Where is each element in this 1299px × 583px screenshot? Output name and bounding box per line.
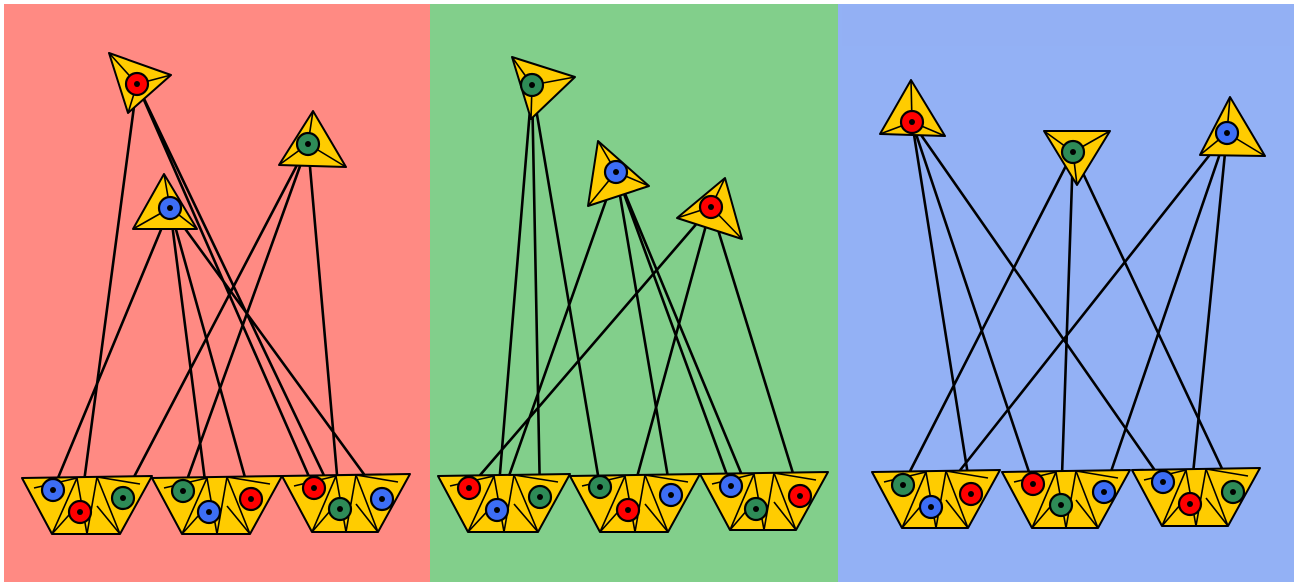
node-center (597, 484, 603, 490)
node-center (797, 493, 803, 499)
node-center (1058, 502, 1064, 508)
node-center (1230, 489, 1236, 495)
node-center (311, 485, 317, 491)
node-center (1187, 501, 1193, 507)
node-center (968, 491, 974, 497)
node-center (134, 81, 140, 87)
node-center (529, 82, 535, 88)
node-center (625, 507, 631, 513)
node-center (1070, 149, 1076, 155)
panel-middle-header-band (434, 6, 834, 46)
node-center (753, 506, 759, 512)
panel-left-header-band (8, 6, 426, 46)
node-center (379, 496, 385, 502)
node-center (1101, 489, 1107, 495)
node-center (1030, 481, 1036, 487)
node-center (77, 509, 83, 515)
node-center (50, 487, 56, 493)
node-center (120, 495, 126, 501)
node-center (1160, 479, 1166, 485)
node-center (494, 507, 500, 513)
node-center (708, 204, 714, 210)
panel-right-header-band (842, 6, 1290, 46)
node-center (728, 483, 734, 489)
node-center (537, 494, 543, 500)
node-center (1224, 130, 1230, 136)
node-center (167, 205, 173, 211)
node-center (206, 509, 212, 515)
node-center (900, 482, 906, 488)
node-center (337, 506, 343, 512)
node-center (248, 496, 254, 502)
node-center (928, 504, 934, 510)
node-center (909, 119, 915, 125)
node-center (613, 169, 619, 175)
node-center (466, 485, 472, 491)
node-center (180, 488, 186, 494)
node-center (305, 141, 311, 147)
node-center (668, 492, 674, 498)
